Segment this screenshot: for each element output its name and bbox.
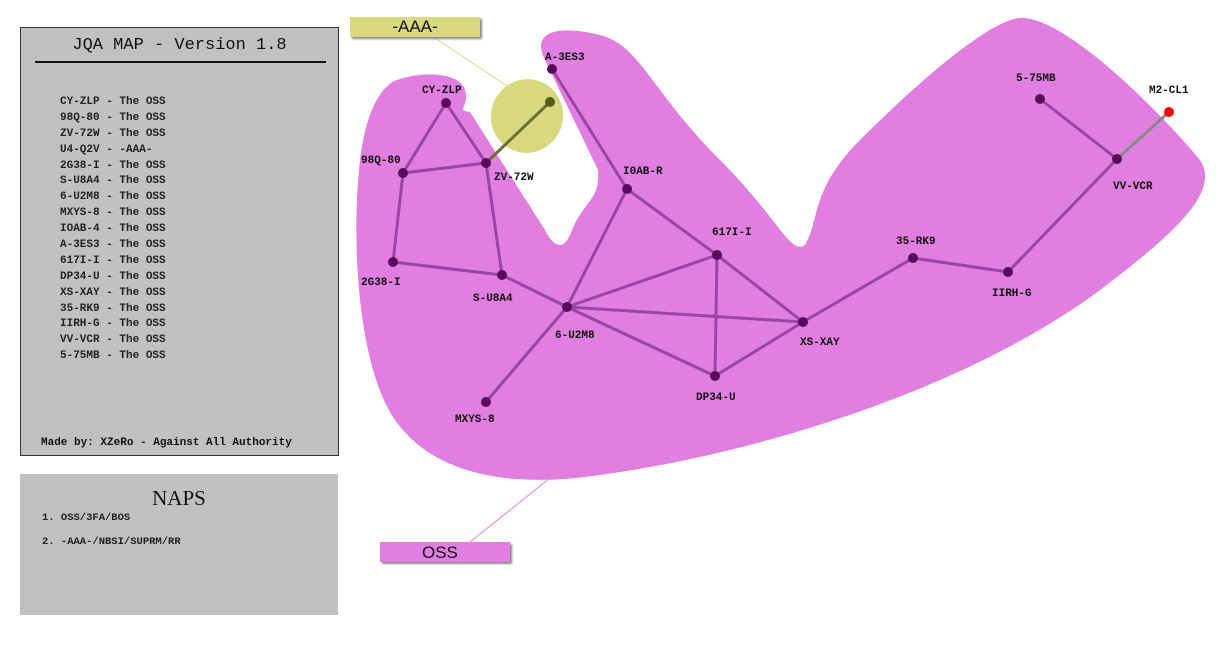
system-label: XS-XAY bbox=[800, 337, 840, 349]
system-entry: A-3ES3 - The OSS bbox=[60, 239, 166, 252]
system-entry: 5-75MB - The OSS bbox=[60, 350, 166, 363]
system-label: 6-U2M8 bbox=[555, 330, 595, 342]
system-label: 35-RK9 bbox=[896, 236, 936, 248]
system-label: MXYS-8 bbox=[455, 414, 495, 426]
system-entry: XS-XAY - The OSS bbox=[60, 286, 166, 299]
oss-region-tag: OSS bbox=[380, 542, 510, 562]
system-entry: IIRH-G - The OSS bbox=[60, 318, 166, 331]
system-label: 617I-I bbox=[712, 227, 752, 239]
oss-region bbox=[356, 17, 1206, 480]
system-entry: U4-Q2V - -AAA- bbox=[60, 143, 153, 156]
system-node[interactable] bbox=[562, 302, 572, 312]
system-node[interactable] bbox=[388, 257, 398, 267]
jump-link bbox=[565, 188, 629, 308]
system-node[interactable] bbox=[798, 317, 808, 327]
nap-item: 1. OSS/3FA/BOS bbox=[42, 512, 131, 524]
aaa-region bbox=[490, 79, 564, 153]
system-node[interactable] bbox=[481, 397, 491, 407]
jump-link bbox=[484, 162, 504, 276]
system-label: 98Q-80 bbox=[361, 155, 401, 167]
system-label: M2-CL1 bbox=[1149, 85, 1189, 97]
system-entry: VV-VCR - The OSS bbox=[60, 334, 166, 347]
jump-link bbox=[912, 256, 1009, 274]
system-label: 5-75MB bbox=[1016, 73, 1056, 85]
system-entry: 35-RK9 - The OSS bbox=[60, 302, 166, 315]
jump-link bbox=[444, 102, 488, 164]
system-entry: MXYS-8 - The OSS bbox=[60, 207, 166, 220]
jump-link bbox=[716, 253, 804, 324]
naps-title: NAPS bbox=[152, 486, 206, 510]
title-divider bbox=[35, 61, 326, 63]
jump-link bbox=[501, 273, 568, 309]
aaa-callout-line bbox=[434, 37, 511, 89]
system-node[interactable] bbox=[481, 158, 491, 168]
jump-link bbox=[392, 260, 503, 277]
jump-link bbox=[484, 100, 552, 165]
jump-link bbox=[402, 161, 487, 175]
system-node[interactable] bbox=[908, 253, 918, 263]
system-entry: 617I-I - The OSS bbox=[60, 254, 166, 267]
jump-link bbox=[713, 254, 719, 377]
system-entry: 6-U2M8 - The OSS bbox=[60, 191, 166, 204]
jump-link bbox=[1006, 157, 1119, 274]
jump-link bbox=[566, 305, 716, 378]
system-entry: DP34-U - The OSS bbox=[60, 270, 166, 283]
system-label: S-U8A4 bbox=[473, 293, 513, 305]
system-entry: S-U8A4 - The OSS bbox=[60, 175, 166, 188]
system-entry: IOAB-4 - The OSS bbox=[60, 223, 166, 236]
system-node[interactable] bbox=[441, 98, 451, 108]
jump-link bbox=[550, 68, 629, 190]
system-label: VV-VCR bbox=[1113, 181, 1153, 193]
system-node[interactable] bbox=[547, 64, 557, 74]
system-node[interactable] bbox=[1164, 107, 1174, 117]
naps-panel: NAPS 1. OSS/3FA/BOS 2. -AAA-/NBSI/SUPRM/… bbox=[20, 474, 338, 615]
system-node[interactable] bbox=[622, 184, 632, 194]
legend-panel: JQA MAP - Version 1.8 CY-ZLP - The OSS 98… bbox=[20, 27, 339, 456]
system-node[interactable] bbox=[710, 371, 720, 381]
oss-callout-line bbox=[469, 477, 551, 543]
jump-link bbox=[1115, 110, 1171, 161]
system-label: A-3ES3 bbox=[545, 52, 585, 64]
system-entry: ZV-72W - The OSS bbox=[60, 127, 166, 140]
system-node[interactable] bbox=[545, 97, 555, 107]
nap-item: 2. -AAA-/NBSI/SUPRM/RR bbox=[42, 536, 181, 548]
system-node[interactable] bbox=[398, 168, 408, 178]
system-label: IIRH-G bbox=[992, 288, 1032, 300]
system-node[interactable] bbox=[1035, 94, 1045, 104]
system-label: CY-ZLP bbox=[422, 85, 462, 97]
jump-link bbox=[484, 306, 569, 403]
jump-link bbox=[566, 253, 718, 309]
system-label: I0AB-R bbox=[623, 166, 663, 178]
system-label: DP34-U bbox=[696, 392, 736, 404]
system-node[interactable] bbox=[712, 250, 722, 260]
jump-link bbox=[1039, 97, 1118, 161]
jump-link bbox=[391, 172, 405, 263]
aaa-region-tag: -AAA- bbox=[350, 17, 480, 37]
jump-link bbox=[802, 256, 914, 324]
system-list: CY-ZLP - The OSS 98Q-80 - The OSS ZV-72W -… bbox=[60, 95, 166, 365]
system-node[interactable] bbox=[1003, 267, 1013, 277]
jump-link bbox=[566, 305, 804, 324]
system-entry: CY-ZLP - The OSS bbox=[60, 96, 166, 108]
jump-link bbox=[626, 187, 718, 257]
system-node[interactable] bbox=[1112, 154, 1122, 164]
system-node[interactable] bbox=[497, 270, 507, 280]
system-label: ZV-72W bbox=[494, 172, 534, 184]
system-label: 2G38-I bbox=[361, 277, 401, 289]
legend-title: JQA MAP - Version 1.8 bbox=[72, 36, 287, 55]
system-entry: 2G38-I - The OSS bbox=[60, 159, 166, 172]
jump-link bbox=[401, 102, 448, 174]
jump-link bbox=[714, 320, 804, 378]
system-entry: 98Q-80 - The OSS bbox=[60, 111, 166, 124]
credits: Made by: XZeRo - Against All Authority bbox=[41, 437, 292, 449]
